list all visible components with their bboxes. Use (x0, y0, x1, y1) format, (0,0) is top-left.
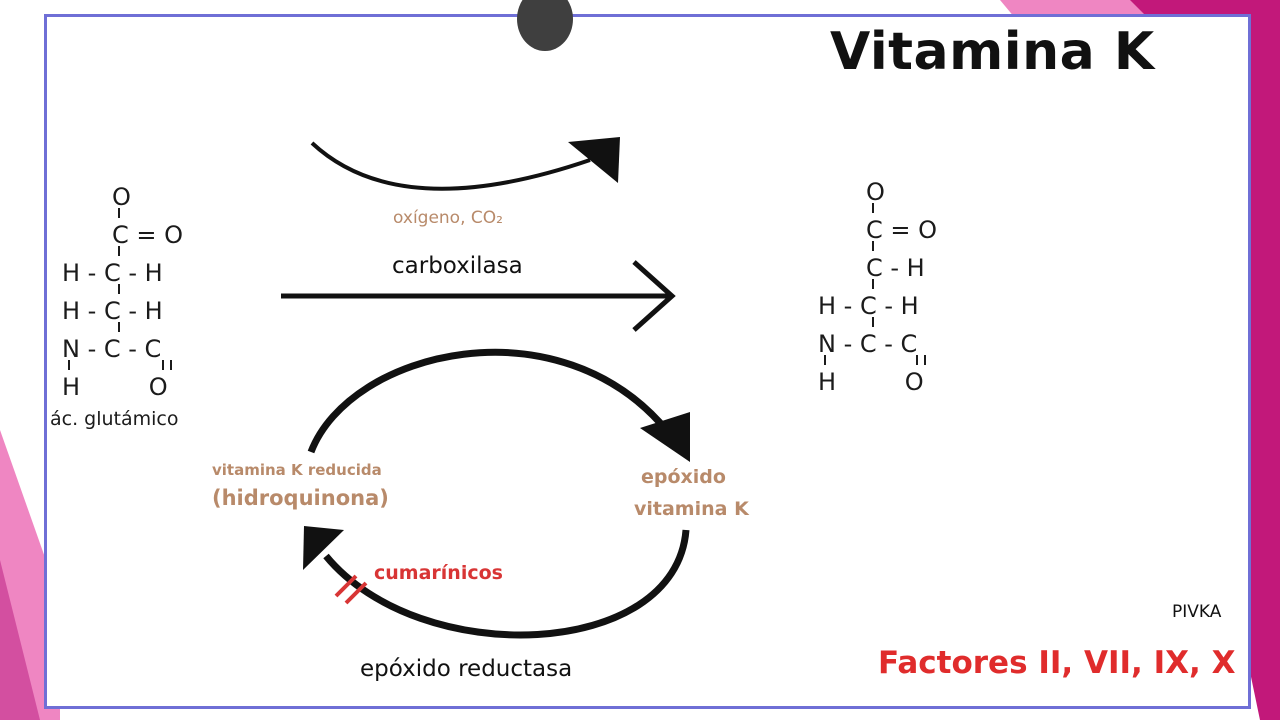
top-curved-arrow (310, 141, 591, 191)
bond-line (872, 203, 874, 213)
cycle-lower-arc (323, 529, 690, 639)
label-vitamin-k-reduced: vitamina K reducida (212, 461, 382, 479)
label-carboxylase: carboxilasa (392, 253, 523, 279)
mol-row-1: O (112, 183, 131, 211)
molecule-product: O C = O C - H H - C - H N - C - C H O (818, 173, 937, 401)
bond-line (872, 241, 874, 251)
mol-row-5: N - C - C (818, 330, 918, 358)
mol-row-2: C = O (112, 221, 184, 249)
mol-row-3: C - H (866, 254, 925, 282)
molecule-glutamic-acid: O C = O H - C - H H - C - H N - C - C H … (62, 178, 183, 406)
bond-line (872, 279, 874, 289)
label-pivka: PIVKA (1172, 602, 1222, 622)
inhibition-mark (334, 574, 358, 598)
slide-title: Vitamina K (830, 22, 1155, 82)
mol-row-4: H - C - H (62, 297, 163, 325)
bond-line (872, 317, 874, 327)
mol-row-3: H - C - H (62, 259, 163, 287)
camera-overlay-dot (517, 0, 573, 51)
label-coumarins: cumarínicos (374, 562, 503, 584)
label-epoxide-vitamin-k: vitamina K (634, 498, 749, 520)
mol-row-6: H O (818, 368, 924, 396)
inhibition-mark (344, 581, 368, 605)
bond-line (916, 355, 926, 365)
cycle-upper-arc (307, 348, 671, 454)
top-arrowhead (568, 137, 620, 183)
main-arrowhead (632, 260, 676, 332)
molecule-name: ác. glutámico (50, 408, 179, 430)
bond-line (162, 360, 172, 370)
mol-row-2: C = O (866, 216, 938, 244)
label-hydroquinone: (hidroquinona) (212, 486, 389, 510)
label-factors: Factores II, VII, IX, X (878, 645, 1236, 681)
mol-row-1: O (866, 178, 885, 206)
bond-line (68, 360, 70, 370)
mol-row-6: H O (62, 373, 168, 401)
label-oxygen-co2: oxígeno, CO₂ (393, 208, 503, 228)
cycle-lower-arrowhead (303, 526, 344, 570)
bond-line (118, 322, 120, 332)
bond-line (118, 246, 120, 256)
bond-line (118, 208, 120, 218)
cycle-upper-arrowhead (640, 412, 690, 462)
slide (44, 0, 1251, 709)
mol-row-5: N - C - C (62, 335, 162, 363)
label-epoxide-reductase: epóxido reductasa (360, 656, 573, 682)
mol-row-4: H - C - H (818, 292, 919, 320)
label-epoxide: epóxido (641, 466, 726, 488)
bond-line (824, 355, 826, 365)
bond-line (118, 284, 120, 294)
